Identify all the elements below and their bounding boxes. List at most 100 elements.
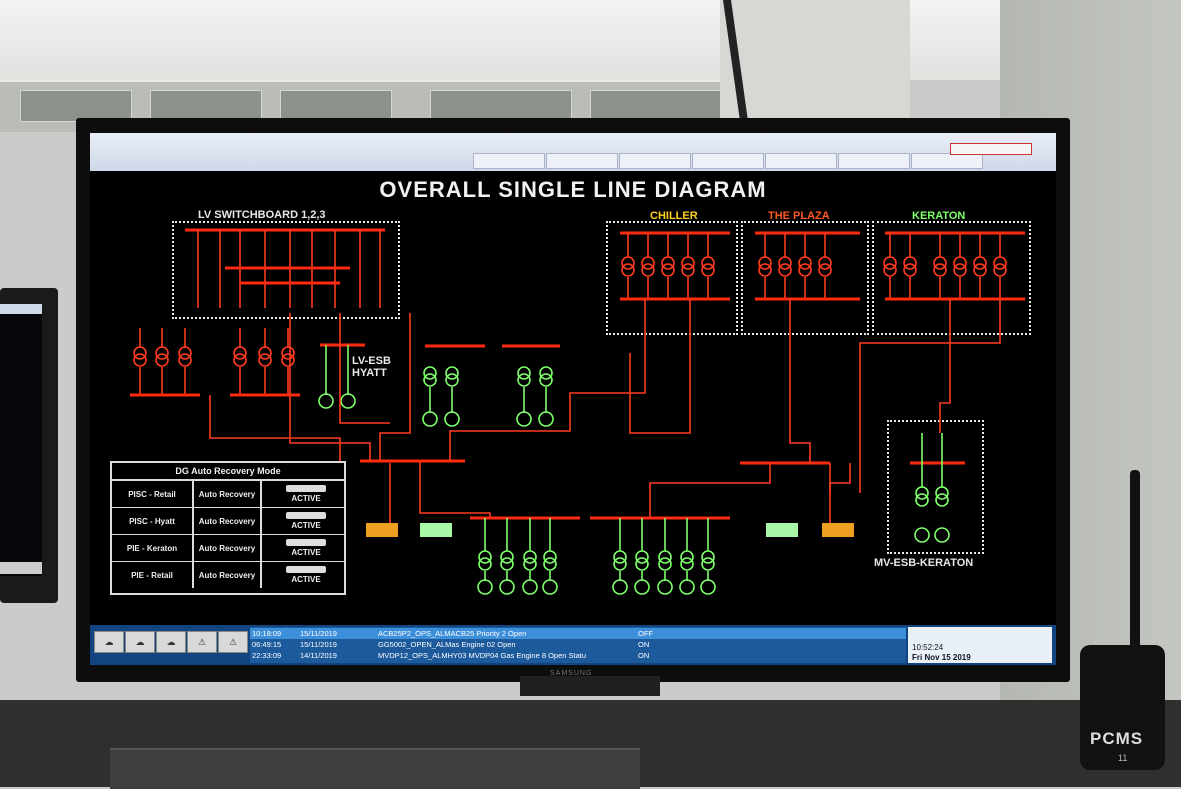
transformer-icon: [915, 486, 929, 500]
cable: [723, 0, 749, 128]
transformer-icon: [680, 550, 694, 564]
transformer-icon: [155, 353, 169, 367]
transformer-icon: [500, 550, 514, 564]
transformer-icon: [681, 256, 695, 270]
generator-icon: [538, 411, 554, 427]
left-monitor-screen: [0, 304, 42, 576]
toolbar-button[interactable]: [838, 153, 910, 169]
transformer-icon: [903, 256, 917, 270]
alarm-list: 10:18:09 15/11/2019 ACB25P2_OPS_ALMACB25…: [250, 627, 906, 663]
dg-row-name: PISC - Hyatt: [112, 508, 194, 534]
feeder-line: [859, 299, 1001, 493]
transformer-icon: [233, 346, 247, 360]
keyboard[interactable]: [110, 748, 640, 789]
ceiling: [0, 0, 1181, 80]
alarm-row[interactable]: 06:49:15 15/11/2019 GG5002_OPEN_ALMas En…: [250, 639, 906, 650]
control-cabinet: [720, 0, 910, 128]
clock-panel: 10:52:24 Fri Nov 15 2019: [908, 627, 1052, 663]
dg-row: PIE - Keraton Auto Recovery ACTIVE: [112, 535, 344, 562]
transformer-icon: [281, 346, 295, 360]
transformer-icon: [178, 353, 192, 367]
generator-icon: [934, 527, 950, 543]
dg-active-toggle[interactable]: ACTIVE: [280, 511, 332, 531]
transformer-icon: [993, 263, 1007, 277]
toolbar-button[interactable]: [692, 153, 764, 169]
left-monitor-bar: [0, 562, 42, 574]
cloud-icon[interactable]: ☁: [94, 631, 124, 653]
feeder-line: [339, 313, 390, 424]
dg-active-toggle[interactable]: ACTIVE: [280, 538, 332, 558]
feeder-line: [829, 463, 851, 493]
generator-icon: [657, 579, 673, 595]
transformer-icon: [701, 557, 715, 571]
cloud-icon[interactable]: ☁: [156, 631, 186, 653]
transformer-icon: [915, 493, 929, 507]
alarm-message: GG5002_OPEN_ALMas Engine 02 Open: [378, 640, 516, 649]
warning-icon[interactable]: ⚠: [218, 631, 248, 653]
monitor-brand: SAMSUNG: [550, 670, 593, 677]
toolbar-status-field[interactable]: [950, 143, 1032, 155]
toolbar-button[interactable]: [546, 153, 618, 169]
toolbar-button[interactable]: [911, 153, 983, 169]
transformer-icon: [680, 557, 694, 571]
dg-row-status: ACTIVE: [291, 494, 321, 503]
feeder-line: [939, 299, 951, 433]
generator-icon: [477, 579, 493, 595]
transformer-icon: [423, 366, 437, 380]
warning-icon[interactable]: ⚠: [187, 631, 217, 653]
feeder-box: [766, 523, 798, 537]
transformer-icon: [935, 493, 949, 507]
feeder-line: [789, 299, 811, 463]
transformer-icon: [478, 557, 492, 571]
alarm-row[interactable]: 10:18:09 15/11/2019 ACB25P2_OPS_ALMACB25…: [250, 628, 906, 639]
transformer-icon: [517, 373, 531, 387]
lv-switchboard-box: [172, 221, 400, 319]
transformer-icon: [658, 557, 672, 571]
transformer-icon: [635, 557, 649, 571]
transformer-icon: [818, 256, 832, 270]
alarm-row[interactable]: 22:33:09 14/11/2019 MVDP12_OPS_ALMHY03 M…: [250, 650, 906, 661]
generator-icon: [679, 579, 695, 595]
transformer-icon: [701, 550, 715, 564]
alarm-state: OFF: [638, 629, 653, 638]
transformer-icon: [903, 263, 917, 277]
generator-icon: [522, 579, 538, 595]
transformer-icon: [681, 263, 695, 277]
cloud-icon[interactable]: ☁: [125, 631, 155, 653]
toolbar-button[interactable]: [765, 153, 837, 169]
transformer-icon: [133, 346, 147, 360]
transformer-icon: [778, 263, 792, 277]
transformer-icon: [539, 366, 553, 380]
transformer-icon: [155, 346, 169, 360]
transformer-icon: [701, 263, 715, 277]
generator-icon: [516, 411, 532, 427]
transformer-icon: [953, 256, 967, 270]
feeder-box: [822, 523, 854, 537]
alarm-state: ON: [638, 651, 650, 660]
lv-esb-hyatt-label: LV-ESB HYATT: [352, 355, 391, 379]
scada-screen: OVERALL SINGLE LINE DIAGRAM LV SWITCHBOA…: [90, 133, 1056, 665]
dg-active-toggle[interactable]: ACTIVE: [280, 484, 332, 504]
toolbar-button[interactable]: [473, 153, 545, 169]
toolbar-button[interactable]: [619, 153, 691, 169]
clock-time: 10:52:24: [912, 643, 944, 652]
generator-icon: [914, 527, 930, 543]
transformer-icon: [758, 263, 772, 277]
alarm-message: ACB25P2_OPS_ALMACB25 Priority 2 Open: [378, 629, 527, 638]
transformer-icon: [973, 256, 987, 270]
alarm-message: MVDP12_OPS_ALMHY03 MVDP04 Gas Engine 8 O…: [378, 651, 587, 660]
ceiling-light-panels: [0, 80, 740, 132]
transformer-icon: [635, 550, 649, 564]
clock-date: Fri Nov 15 2019: [912, 653, 971, 662]
dg-active-toggle[interactable]: ACTIVE: [280, 565, 332, 585]
transformer-icon: [778, 256, 792, 270]
generator-icon: [499, 579, 515, 595]
generator-icon: [340, 393, 356, 409]
feeder-box: [420, 523, 452, 537]
chiller-label: CHILLER: [650, 210, 698, 222]
transformer-icon: [883, 263, 897, 277]
single-line-diagram: [130, 228, 1025, 595]
transformer-icon: [523, 550, 537, 564]
radio-label: PCMS: [1090, 729, 1144, 748]
feeder-line: [419, 461, 491, 518]
